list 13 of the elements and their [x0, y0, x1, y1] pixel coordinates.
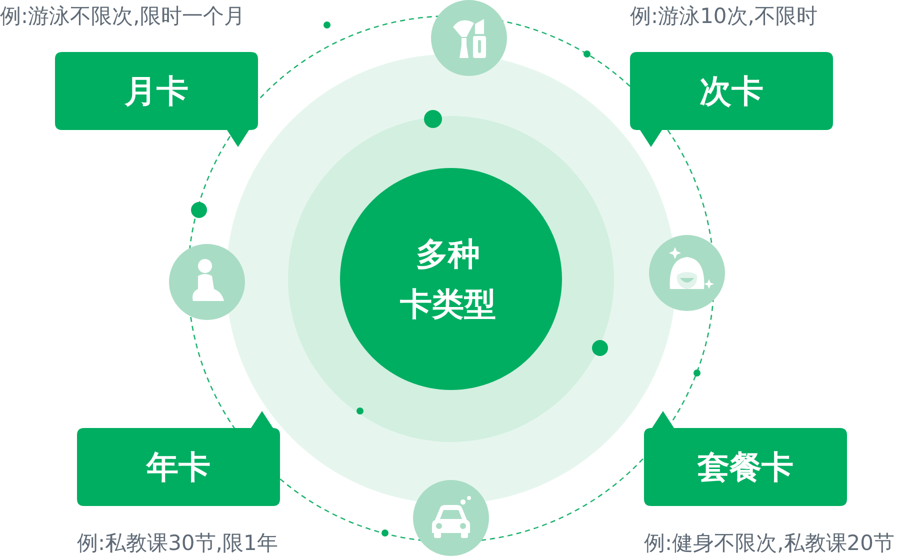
card-type-label: 年卡: [146, 447, 210, 487]
card-type-label: 次卡: [700, 71, 764, 111]
center-label: 多种卡类型: [400, 234, 497, 325]
speech-bubble: [644, 411, 847, 506]
speech-bubble: [55, 52, 258, 147]
example-note: 例:私教课30节,限1年: [77, 530, 278, 556]
example-note: 例:健身不限次,私教课20节: [644, 530, 894, 556]
example-note: 例:游泳10次,不限时: [630, 3, 818, 29]
card-type-label: 月卡: [124, 71, 188, 111]
card-type-label: 套餐卡: [698, 447, 794, 487]
example-note: 例:游泳不限次,限时一个月: [0, 3, 245, 29]
speech-bubble: [630, 52, 833, 147]
speech-bubble: [77, 411, 280, 506]
